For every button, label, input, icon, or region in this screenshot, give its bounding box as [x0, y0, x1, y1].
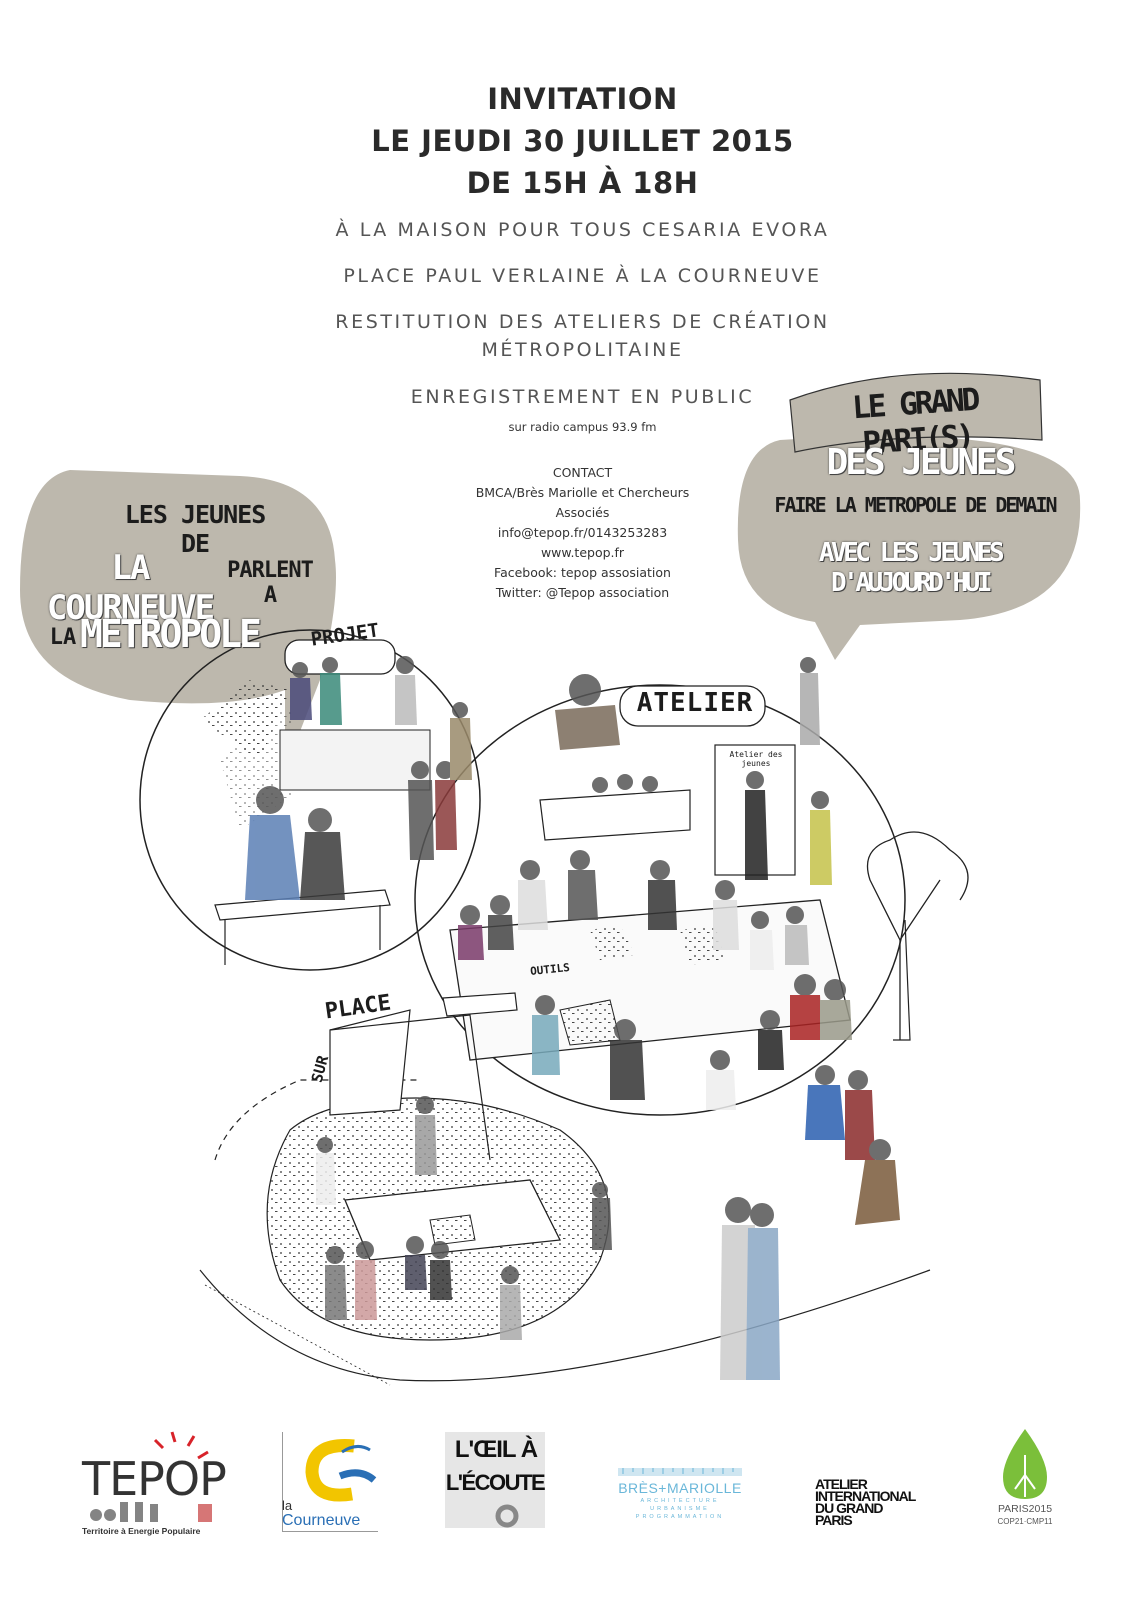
- aigp-line-3: DU GRAND: [815, 1500, 883, 1516]
- aigp-line-1: ATELIER: [815, 1476, 868, 1492]
- projet-circle: [139, 629, 481, 971]
- bubble-right-line-4: AVEC LES JEUNES D'AUJOURD'HUI: [818, 538, 1005, 598]
- bres-sub-3: PROGRAMMATION: [635, 1514, 725, 1520]
- courneuve-la: la: [282, 1498, 293, 1513]
- oeil-ecoute-logo: L'ŒIL À L'ÉCOUTE: [445, 1432, 546, 1528]
- tree-drawing: [866, 831, 969, 1040]
- oeil-line-1: L'ŒIL À: [454, 1436, 538, 1463]
- aigp-logo: ATELIER INTERNATIONAL DU GRAND PARIS: [815, 1476, 945, 1538]
- radio-text: sur radio campus 93.9 fm: [508, 420, 657, 434]
- event-time: DE 15H À 18H: [466, 166, 699, 200]
- bubble-left-line-1: LES JEUNES DE: [124, 500, 267, 558]
- aigp-line-4: PARIS: [815, 1512, 853, 1528]
- bubble-left-la: LA: [49, 625, 77, 650]
- eye-ear-icon: [495, 1504, 519, 1528]
- bres-sub-2: URBANISME: [650, 1506, 710, 1512]
- contact-email[interactable]: info@tepop.fr/0143253283: [497, 525, 668, 540]
- courneuve-emblem-icon: [305, 1439, 377, 1502]
- bres-sub-1: ARCHITECTURE: [640, 1498, 720, 1504]
- event-date: LE JEUDI 30 JUILLET 2015: [371, 124, 794, 158]
- restitution-line-2: MÉTROPOLITAINE: [481, 339, 684, 361]
- people-figures: [245, 656, 900, 1380]
- courneuve-name: Courneuve: [282, 1512, 361, 1529]
- contact-org-1: BMCA/Brès Mariolle et Chercheurs: [475, 485, 690, 500]
- tepop-subtitle: Territoire à Energie Populaire: [82, 1526, 201, 1536]
- restitution-line-1: RESTITUTION DES ATELIERS DE CRÉATION: [335, 311, 830, 333]
- contact-twitter[interactable]: Twitter: @Tepop association: [495, 585, 670, 600]
- atelier-label: ATELIER: [636, 688, 754, 718]
- aigp-line-2: INTERNATIONAL: [815, 1488, 916, 1504]
- bres-wordmark: BRÈS+MARIOLLE: [618, 1480, 742, 1496]
- bubble-left-metropole: METROPOLE: [80, 612, 262, 656]
- oeil-line-2: L'ÉCOUTE: [445, 1470, 546, 1495]
- tepop-logo: TEPOP Territoire à Energie Populaire: [80, 1430, 230, 1540]
- leaf-drop-icon: [1003, 1429, 1047, 1499]
- speech-bubble-right: [737, 436, 1081, 660]
- bubble-left-courneuve: LA COURNEUVE: [46, 548, 215, 628]
- ruler-icon: [618, 1468, 742, 1476]
- bubble-right-line-3: FAIRE LA METROPOLE DE DEMAIN: [774, 493, 1057, 517]
- la-courneuve-logo: la Courneuve: [282, 1432, 382, 1532]
- tepop-sun-icon: [90, 1431, 212, 1522]
- contact-title: CONTACT: [552, 465, 613, 480]
- tepop-wordmark: TEPOP: [82, 1452, 227, 1506]
- invitation-heading: INVITATION: [487, 82, 678, 116]
- bubble-left-parlent: PARLENT A: [227, 558, 314, 608]
- cop-line-2: COP21·CMP11: [997, 1517, 1053, 1526]
- atelier-jeunes-label: Atelier des jeunes: [729, 750, 783, 768]
- contact-facebook[interactable]: Facebook: tepop assosiation: [494, 565, 671, 580]
- bubble-right-jeunes: DES JEUNES: [826, 442, 1017, 483]
- title-tag-right: [789, 372, 1043, 453]
- address-text: PLACE PAUL VERLAINE À LA COURNEUVE: [343, 265, 822, 287]
- venue-text: À LA MAISON POUR TOUS CESARIA EVORA: [335, 219, 830, 241]
- cop21-logo: PARIS2015 COP21·CMP11: [985, 1425, 1065, 1535]
- bres-mariolle-logo: BRÈS+MARIOLLE ARCHITECTURE URBANISME PRO…: [618, 1466, 748, 1526]
- cop-line-1: PARIS2015: [997, 1503, 1053, 1515]
- contact-block: CONTACT BMCA/Brès Mariolle et Chercheurs…: [420, 463, 745, 603]
- contact-org-2: Associés: [555, 505, 610, 520]
- recording-text: ENREGISTREMENT EN PUBLIC: [410, 386, 755, 408]
- atelier-circle: [414, 684, 906, 1116]
- contact-website[interactable]: www.tepop.fr: [540, 545, 625, 560]
